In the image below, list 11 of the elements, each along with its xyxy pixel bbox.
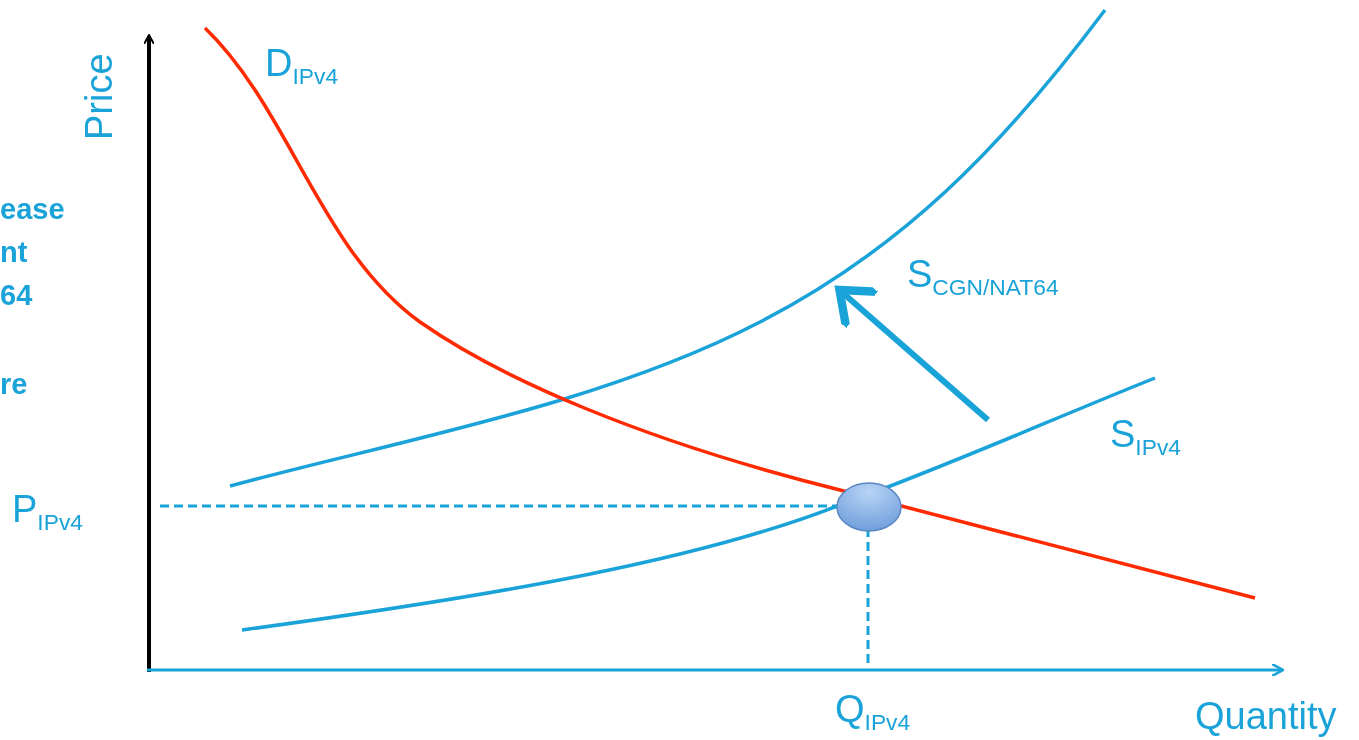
cropped-text: nt	[0, 238, 28, 267]
axis-label: Price	[80, 53, 118, 140]
cropped-text: re	[0, 370, 28, 399]
cropped-text: 64	[0, 281, 33, 310]
axis-label: Quantity	[1195, 697, 1337, 735]
cropped-text: ease	[0, 195, 65, 224]
price-label: P$_{IPv4}$	[12, 490, 83, 534]
curve-label: S$_{IPv4}$	[1110, 415, 1181, 459]
curve-label: S$_{CGN/NAT64}$	[907, 255, 1059, 299]
curve-label: D$_{IPv4}$	[265, 44, 339, 88]
quantity-label: Q$_{IPv4}$	[835, 690, 911, 734]
